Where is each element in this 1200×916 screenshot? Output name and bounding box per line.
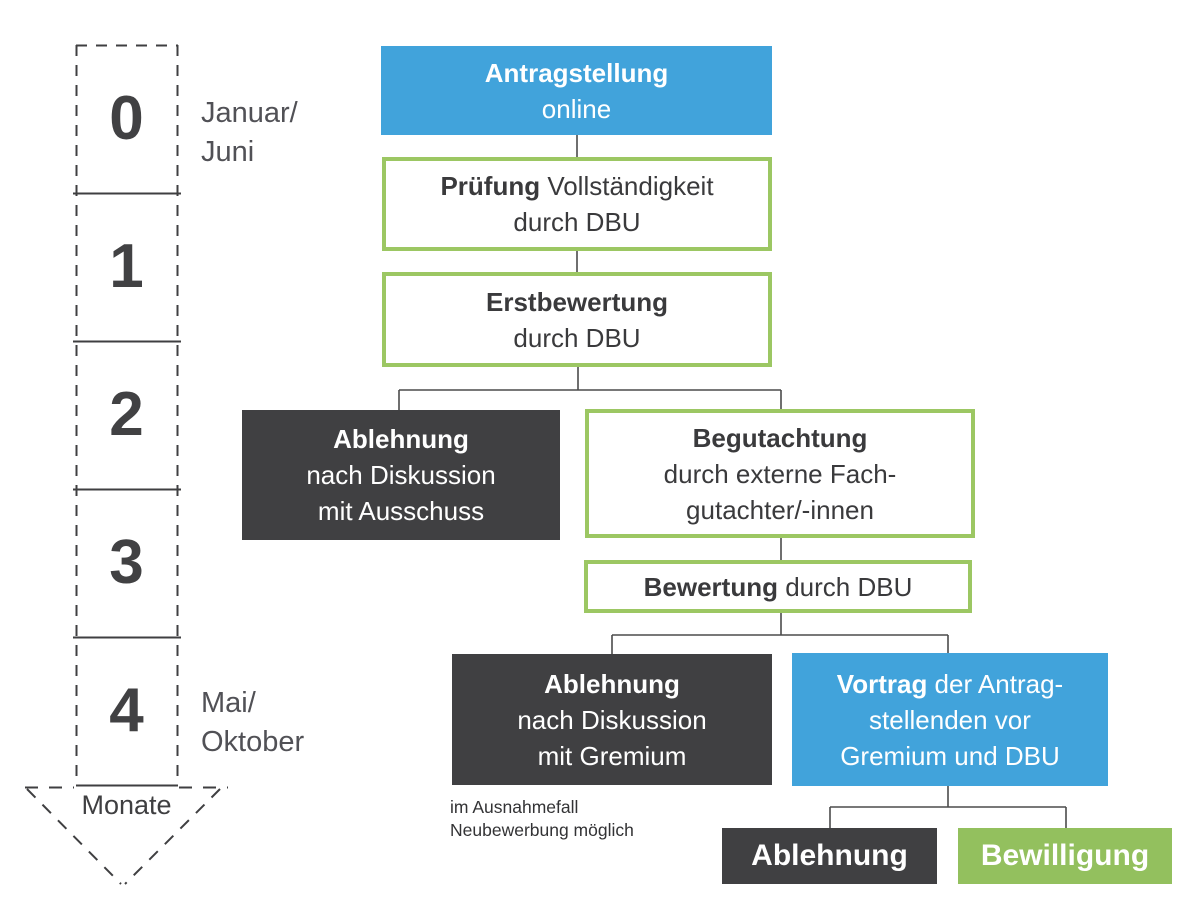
timeline-number-3: 3	[109, 528, 144, 597]
timeline-months-label: Monate	[81, 790, 172, 820]
box-bewilligung: Bewilligung	[958, 828, 1172, 884]
timeline-number-4: 4	[109, 676, 144, 745]
timeline-end-label: Mai/Oktober	[201, 687, 305, 758]
timeline-number-1: 1	[109, 232, 144, 301]
box-ablehnung-final: Ablehnung	[722, 828, 937, 884]
timeline-number-2: 2	[109, 380, 144, 449]
timeline-number-0: 0	[109, 84, 144, 153]
timeline-arrow	[25, 786, 228, 885]
timeline-start-label: Januar/Juni	[201, 97, 298, 168]
box-bewertung: Bewertung durch DBU	[584, 560, 972, 613]
